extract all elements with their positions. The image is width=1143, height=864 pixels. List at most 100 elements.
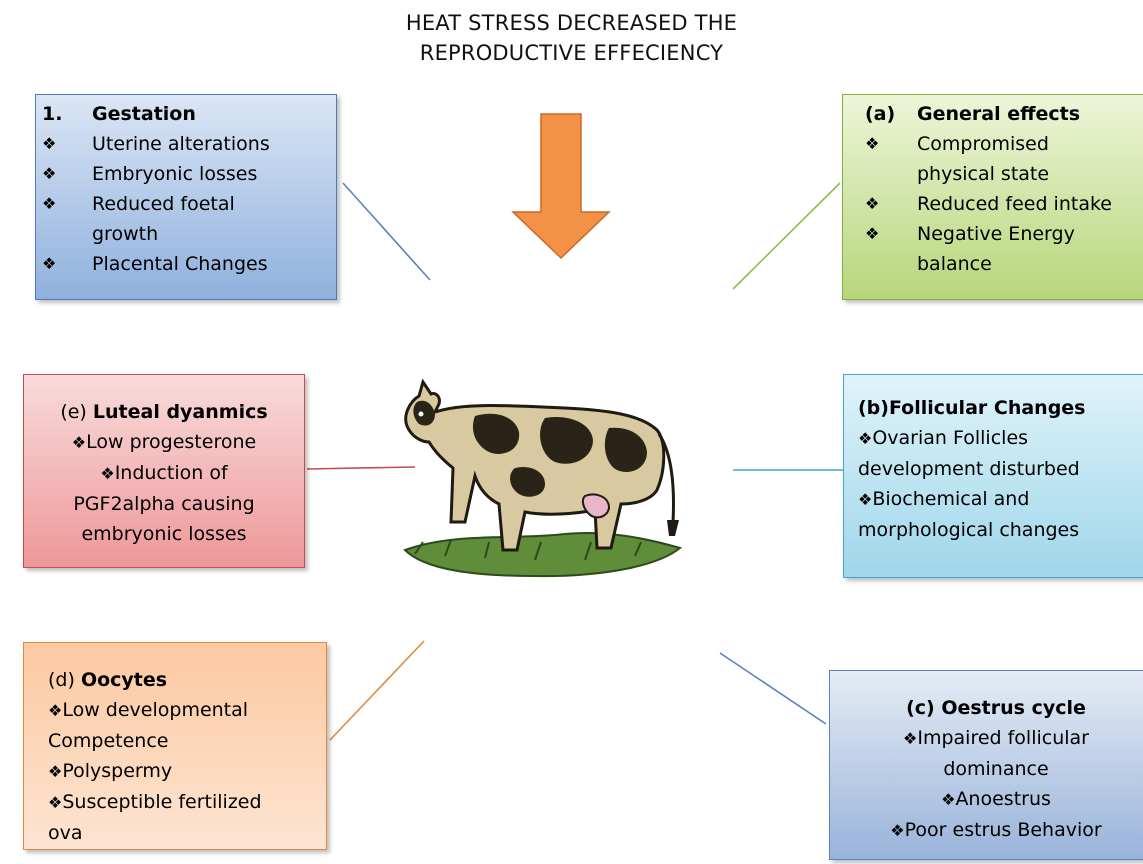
list-item: ❖ Placental Changes [42, 249, 336, 279]
connector-oocytes [329, 640, 425, 741]
list-item: ❖Poor estrus Behavior [830, 815, 1143, 846]
oocytes-item-1: Low developmental [62, 699, 249, 721]
list-item: ❖ Reduced foetal [42, 189, 336, 219]
oestrus-heading: (c) Oestrus cycle [906, 697, 1086, 719]
gestation-item-1: Uterine alterations [92, 133, 270, 155]
diamond-bullet-icon: ❖ [858, 429, 873, 448]
list-item: ❖ Reduced feed intake [865, 189, 1143, 219]
list-item: embryonic losses [24, 519, 304, 549]
oocytes-item-5: ova [48, 822, 83, 844]
gestation-item-4: growth [92, 223, 159, 245]
general-heading: General effects [917, 103, 1081, 125]
follicular-box: (b)Follicular Changes ❖Ovarian Follicles… [843, 374, 1143, 578]
list-item: ❖Biochemical and [858, 484, 1143, 515]
gestation-item-2: Embryonic losses [92, 163, 258, 185]
diamond-bullet-icon: ❖ [865, 194, 880, 213]
diamond-bullet-icon: ❖ [890, 821, 905, 840]
diamond-bullet-icon: ❖ [941, 790, 956, 809]
oocytes-item-4: Susceptible fertilized [62, 791, 262, 813]
general-item-3: Reduced feed intake [917, 193, 1112, 215]
general-header: (a) General effects [865, 99, 1143, 129]
diamond-bullet-icon: ❖ [858, 490, 873, 509]
oocytes-box: (d) Oocytes ❖Low developmental Competenc… [23, 642, 327, 850]
diamond-bullet-icon: ❖ [42, 194, 57, 213]
follicular-item-1: Ovarian Follicles [872, 427, 1029, 449]
oocytes-heading: Oocytes [80, 669, 168, 691]
list-item: ❖Ovarian Follicles [858, 423, 1143, 454]
luteal-item-1: Low progesterone [86, 431, 257, 453]
oocytes-letter: (d) [48, 669, 75, 691]
oestrus-item-3: Anoestrus [955, 788, 1051, 810]
oocytes-item-3: Polyspermy [62, 760, 173, 782]
general-item-1: Compromised [917, 133, 1049, 155]
oestrus-box: (c) Oestrus cycle ❖Impaired follicular d… [829, 670, 1143, 860]
list-item: dominance [830, 754, 1143, 784]
diamond-bullet-icon: ❖ [71, 433, 87, 452]
luteal-item-4: embryonic losses [81, 523, 247, 545]
list-item: ❖Induction of [24, 458, 304, 489]
list-item: ❖Susceptible fertilized [48, 787, 326, 818]
list-item: ❖ Compromised [865, 129, 1143, 159]
list-item: ❖ Negative Energy [865, 219, 1143, 249]
list-item: ❖Polyspermy [48, 756, 326, 787]
follicular-item-4: morphological changes [858, 519, 1080, 541]
luteal-box: (e) Luteal dyanmics ❖Low progesterone ❖I… [23, 374, 305, 568]
oocytes-item-2: Competence [48, 730, 169, 752]
luteal-item-3: PGF2alpha causing [73, 493, 255, 515]
diamond-bullet-icon: ❖ [48, 793, 63, 812]
general-item-2: physical state [917, 163, 1050, 185]
diamond-bullet-icon: ❖ [100, 464, 115, 483]
title-line-2: REPRODUCTIVE EFFECIENCY [419, 41, 724, 65]
diamond-bullet-icon: ❖ [903, 729, 918, 748]
connector-luteal [306, 466, 416, 470]
list-item: Competence [48, 726, 326, 756]
diamond-bullet-icon: ❖ [865, 134, 880, 153]
gestation-header: 1. Gestation [42, 99, 336, 129]
diamond-bullet-icon: ❖ [48, 762, 63, 781]
oestrus-item-4: Poor estrus Behavior [904, 819, 1102, 841]
title-line-1: HEAT STRESS DECREASED THE [405, 11, 738, 35]
cow-icon [403, 378, 683, 578]
list-item: balance [865, 249, 1143, 279]
list-item: ova [48, 818, 326, 848]
list-item: ❖Anoestrus [830, 784, 1143, 815]
list-item: growth [42, 219, 336, 249]
gestation-box: 1. Gestation ❖ Uterine alterations ❖ Emb… [35, 94, 337, 300]
luteal-letter: (e) [60, 401, 87, 423]
list-item: ❖ Uterine alterations [42, 129, 336, 159]
luteal-header: (e) Luteal dyanmics [24, 397, 304, 427]
list-item: ❖Impaired follicular [830, 723, 1143, 754]
gestation-item-3: Reduced foetal [92, 193, 235, 215]
diamond-bullet-icon: ❖ [42, 134, 57, 153]
connector-gestation [342, 182, 431, 281]
list-item: ❖Low progesterone [24, 427, 304, 458]
list-item: morphological changes [858, 515, 1143, 545]
list-item: physical state [865, 159, 1143, 189]
list-item: PGF2alpha causing [24, 489, 304, 519]
luteal-heading: Luteal dyanmics [92, 401, 268, 423]
luteal-item-2: Induction of [114, 462, 228, 484]
diagram-title: HEAT STRESS DECREASED THE REPRODUCTIVE E… [0, 8, 1143, 68]
oestrus-item-1: Impaired follicular [917, 727, 1089, 749]
general-item-4: Negative Energy [917, 223, 1075, 245]
general-item-5: balance [917, 253, 992, 275]
oestrus-item-2: dominance [943, 758, 1049, 780]
connector-oestrus [719, 652, 827, 725]
general-letter: (a) [865, 103, 896, 125]
general-effects-box: (a) General effects ❖ Compromised physic… [842, 94, 1143, 300]
list-item: ❖ Embryonic losses [42, 159, 336, 189]
diamond-bullet-icon: ❖ [42, 254, 57, 273]
follicular-item-2: development disturbed [858, 458, 1080, 480]
follicular-heading: (b)Follicular Changes [858, 397, 1086, 419]
follicular-item-3: Biochemical and [872, 488, 1030, 510]
oocytes-header: (d) Oocytes [48, 665, 326, 695]
list-item: ❖Low developmental [48, 695, 326, 726]
down-arrow-icon [511, 113, 611, 260]
diamond-bullet-icon: ❖ [865, 224, 880, 243]
gestation-number: 1. [42, 103, 63, 125]
gestation-heading: Gestation [92, 103, 196, 125]
connector-general [732, 182, 841, 290]
diamond-bullet-icon: ❖ [48, 701, 63, 720]
list-item: development disturbed [858, 454, 1143, 484]
